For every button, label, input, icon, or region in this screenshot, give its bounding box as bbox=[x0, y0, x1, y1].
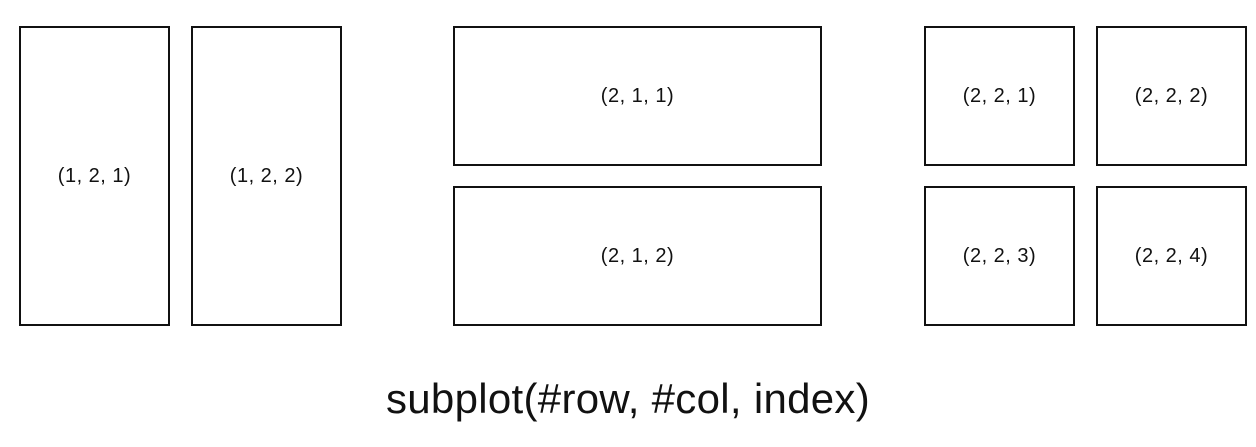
panel-label: (2, 2, 1) bbox=[962, 84, 1037, 107]
panel-label: (2, 2, 2) bbox=[1134, 84, 1209, 107]
diagram-caption: subplot(#row, #col, index) bbox=[385, 375, 871, 422]
panel-label: (2, 2, 4) bbox=[1134, 244, 1209, 267]
panel-label: (1, 2, 2) bbox=[229, 164, 304, 187]
panel-label: (1, 2, 1) bbox=[57, 164, 132, 187]
subplot-panel: (2, 2, 1) bbox=[924, 26, 1075, 166]
subplot-panel: (2, 1, 2) bbox=[453, 186, 822, 326]
subplot-panel: (1, 2, 1) bbox=[19, 26, 170, 326]
subplot-panel: (2, 1, 1) bbox=[453, 26, 822, 166]
panel-label: (2, 2, 3) bbox=[962, 244, 1037, 267]
panel-label: (2, 1, 2) bbox=[600, 244, 675, 267]
subplot-panel: (1, 2, 2) bbox=[191, 26, 342, 326]
subplot-panel: (2, 2, 4) bbox=[1096, 186, 1247, 326]
subplot-panel: (2, 2, 2) bbox=[1096, 26, 1247, 166]
subplot-panel: (2, 2, 3) bbox=[924, 186, 1075, 326]
panel-label: (2, 1, 1) bbox=[600, 84, 675, 107]
